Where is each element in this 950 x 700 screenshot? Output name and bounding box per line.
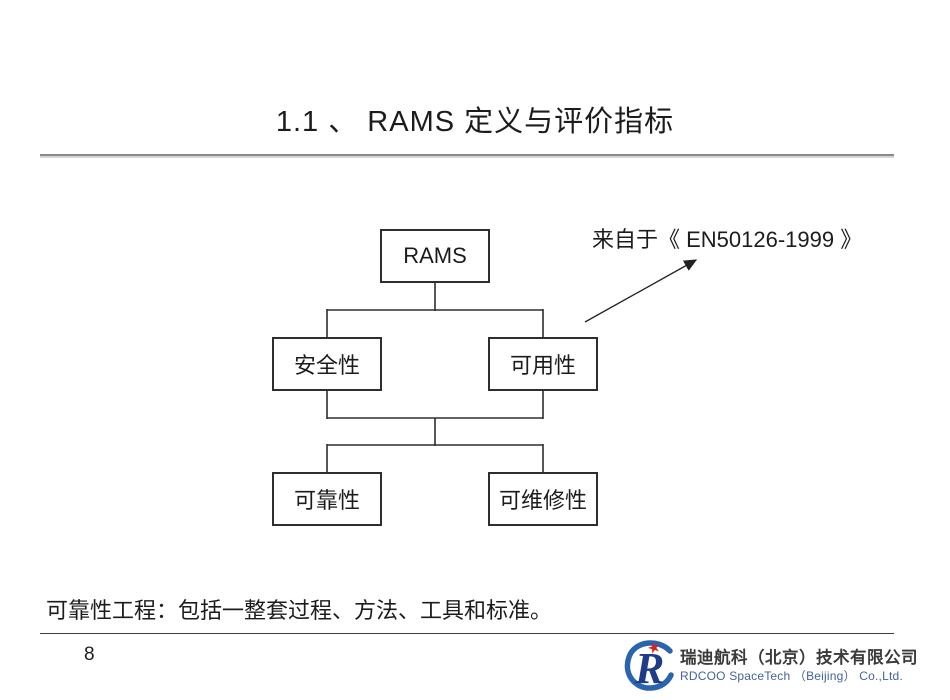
footer-divider — [40, 633, 894, 634]
node-maintainability: 可维修性 — [488, 472, 598, 526]
source-arrow — [584, 259, 698, 323]
node-label: 安全性 — [293, 353, 360, 378]
node-availability: 可用性 — [488, 337, 598, 391]
company-name-en: RDCOO SpaceTech （Beijing） Co.,Ltd. — [680, 668, 903, 683]
tree-connector-lines — [326, 283, 544, 474]
page-number: 8 — [84, 644, 95, 665]
slide-note: 可靠性工程：包括一整套过程、方法、工具和标准。 — [46, 598, 553, 623]
company-name-block: 瑞迪航科（北京）技术有限公司 RDCOO SpaceTech （Beijing）… — [680, 647, 918, 684]
source-annotation: 来自于《 EN50126-1999 》 — [592, 227, 863, 252]
node-label: 可维修性 — [498, 488, 587, 513]
node-label: 可用性 — [509, 353, 576, 378]
svg-text:R: R — [634, 644, 664, 692]
node-reliability: 可靠性 — [272, 472, 382, 526]
svg-text:★: ★ — [645, 638, 663, 658]
node-label: RAMS — [403, 243, 467, 268]
company-logo-icon: R ★ — [624, 638, 674, 692]
company-logo: R ★ 瑞迪航科（北京）技术有限公司 RDCOO SpaceTech （Beij… — [623, 638, 918, 692]
company-name-cn: 瑞迪航科（北京）技术有限公司 — [680, 648, 918, 667]
node-rams: RAMS — [380, 229, 490, 283]
node-safety: 安全性 — [272, 337, 382, 391]
title-divider — [40, 154, 894, 158]
node-label: 可靠性 — [293, 488, 360, 513]
page-title: 1.1 、 RAMS 定义与评价指标 — [275, 106, 675, 138]
